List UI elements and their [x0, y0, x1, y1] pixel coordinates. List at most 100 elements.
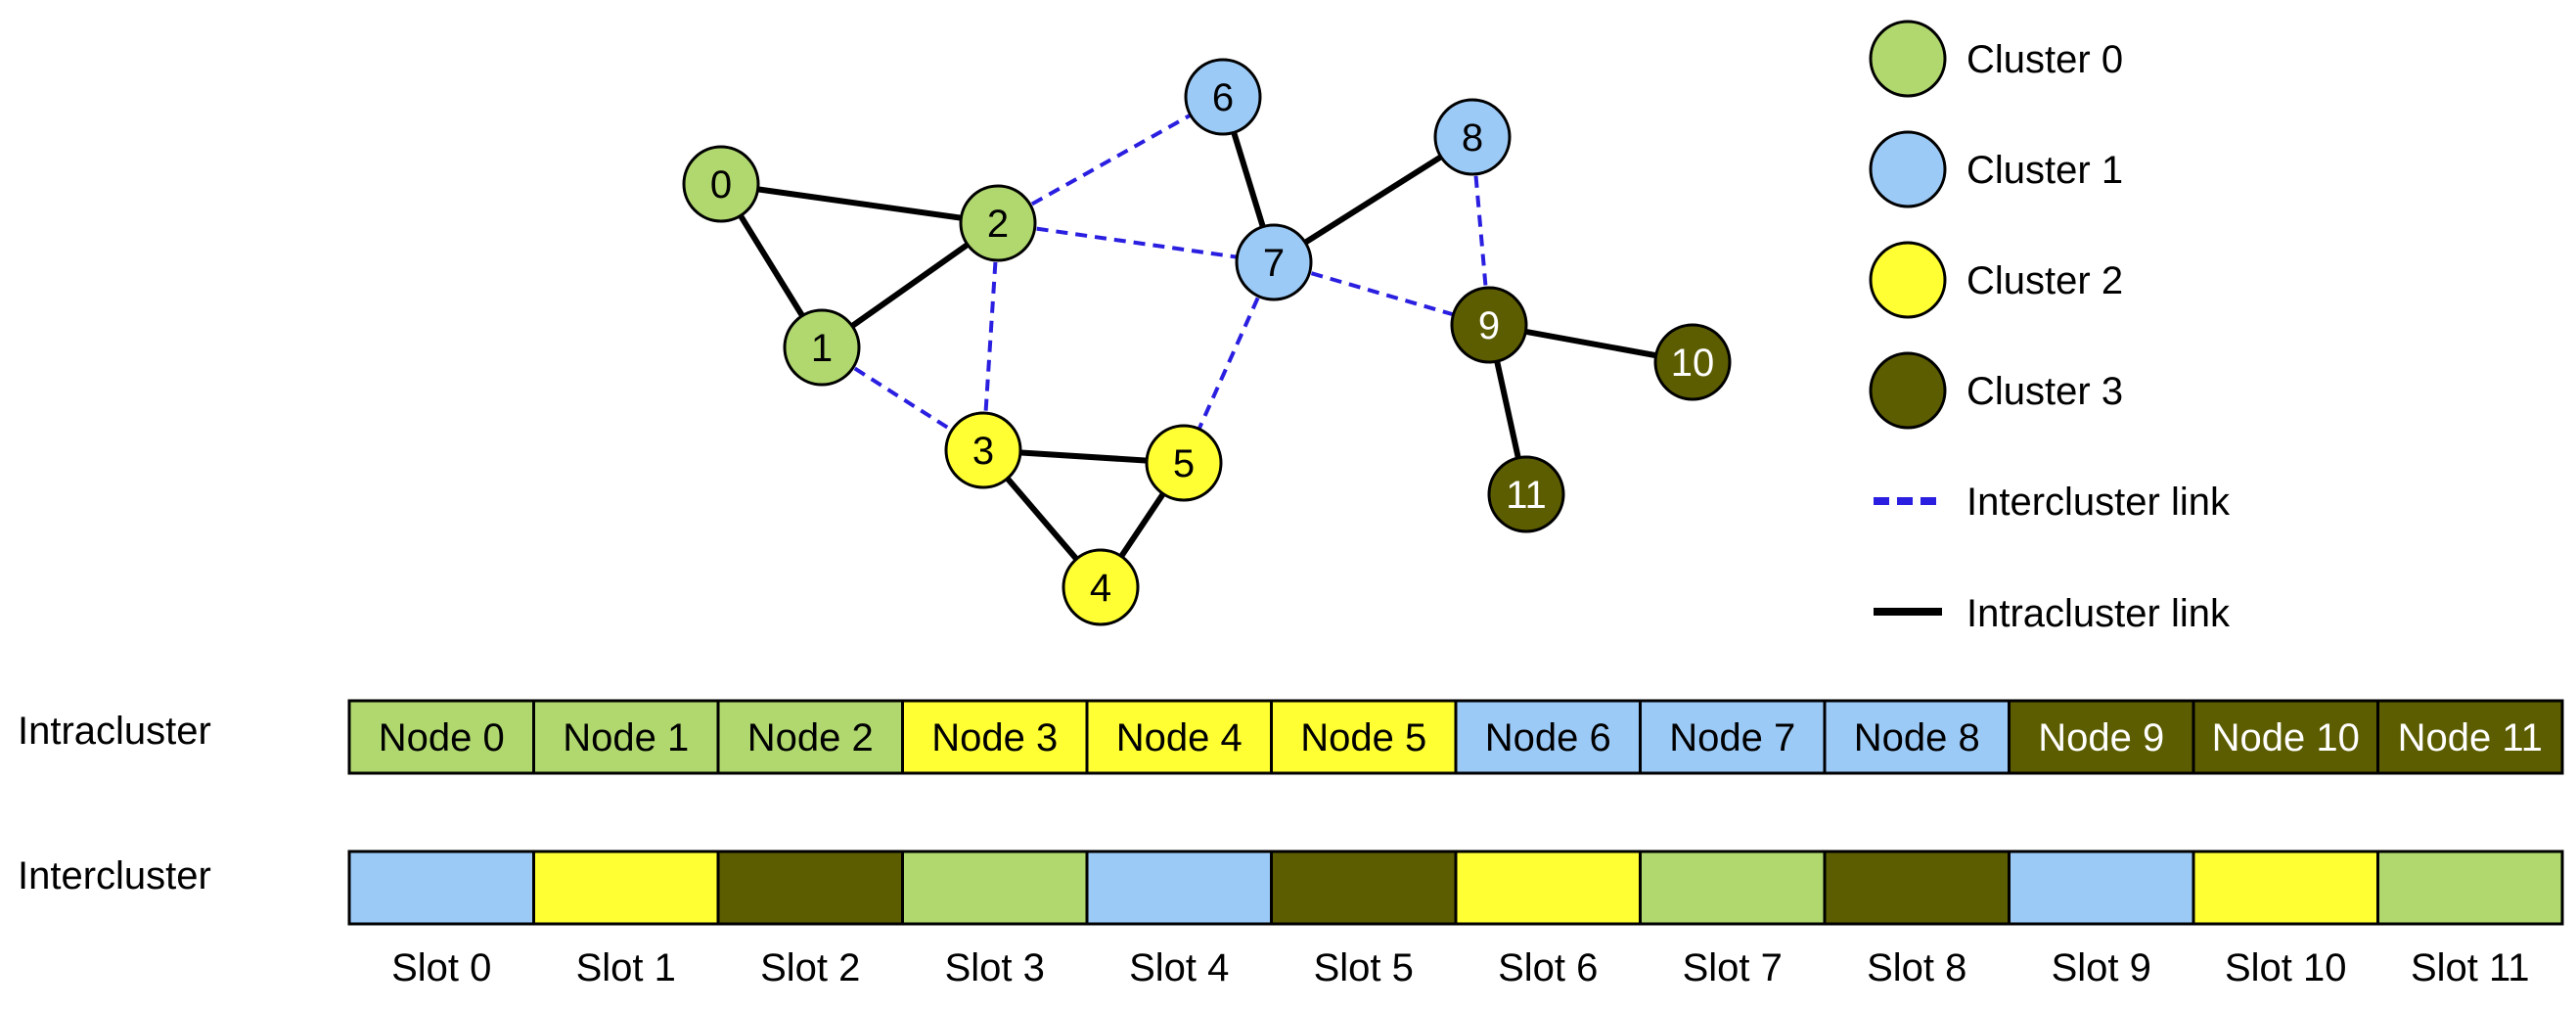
node-4: 4 — [1062, 548, 1140, 626]
node-7: 7 — [1235, 223, 1313, 301]
intracluster-cell-9-label: Node 9 — [2038, 716, 2164, 759]
intracluster-cell-7-label: Node 7 — [1669, 716, 1795, 759]
intercluster-slot-2 — [716, 850, 904, 926]
intracluster-cell-11 — [2376, 699, 2564, 775]
node-3-circle — [944, 411, 1022, 489]
node-11: 11 — [1487, 455, 1565, 533]
slot-label-1: Slot 1 — [576, 946, 676, 989]
node-0-circle — [682, 145, 760, 223]
slot-label-4: Slot 4 — [1129, 946, 1229, 989]
legend-cluster-0-swatch — [1869, 20, 1947, 98]
intracluster-cell-5-label: Node 5 — [1300, 716, 1426, 759]
intracluster-cell-8-label: Node 8 — [1854, 716, 1980, 759]
node-11-circle — [1487, 455, 1565, 533]
node-10-circle — [1653, 323, 1732, 401]
intracluster-edge-7-8 — [1272, 134, 1474, 265]
intracluster-cell-10 — [2192, 699, 2379, 775]
node-0: 0 — [682, 145, 760, 223]
legend-cluster-3-swatch — [1869, 351, 1947, 430]
intercluster-slot-11 — [2376, 850, 2564, 926]
node-5: 5 — [1145, 424, 1223, 502]
legend-cluster-3-label: Cluster 3 — [1966, 370, 2123, 413]
legend-cluster-1-swatch — [1869, 130, 1947, 208]
intracluster-cell-2-label: Node 2 — [747, 716, 874, 759]
node-8: 8 — [1433, 98, 1512, 176]
intracluster-cell-2 — [716, 699, 904, 775]
node-6-circle — [1184, 58, 1262, 136]
intercluster-row-label: Intercluster — [18, 854, 211, 897]
node-3-label: 3 — [972, 430, 994, 473]
legend-cluster-1-label: Cluster 1 — [1966, 149, 2123, 192]
slot-label-8: Slot 8 — [1867, 946, 1966, 989]
slot-labels: Slot 0 Slot 1 Slot 2 Slot 3 Slot 4 Slot 5 Slot… — [391, 946, 2529, 989]
intracluster-cell-4-label: Node 4 — [1116, 716, 1243, 759]
intracluster-cell-0-label: Node 0 — [379, 716, 505, 759]
legend-cluster-0-label: Cluster 0 — [1966, 38, 2123, 81]
slot-label-10: Slot 10 — [2225, 946, 2347, 989]
intracluster-cell-6-label: Node 6 — [1485, 716, 1611, 759]
intracluster-cell-11-label: Node 11 — [2398, 716, 2543, 759]
node-1: 1 — [783, 308, 861, 387]
graph-nodes: 0 1 2 3 4 5 6 7 8 9 10 11 — [682, 58, 1732, 626]
slot-label-9: Slot 9 — [2052, 946, 2151, 989]
legend: Cluster 0 Cluster 1 Cluster 2 Cluster 3 Inte… — [1869, 20, 2231, 635]
intercluster-slot-1 — [532, 850, 720, 926]
node-7-circle — [1235, 223, 1313, 301]
intracluster-row-label: Intracluster — [18, 710, 211, 753]
intracluster-cell-4 — [1085, 699, 1273, 775]
legend-intercluster-label: Intercluster link — [1966, 481, 2231, 524]
intracluster-cell-9 — [2008, 699, 2195, 775]
legend-intracluster-label: Intracluster link — [1966, 592, 2231, 635]
legend-cluster-2-swatch — [1869, 241, 1947, 319]
intracluster-cell-1 — [532, 699, 720, 775]
intracluster-cell-10-label: Node 10 — [2212, 716, 2360, 759]
intercluster-slot-0 — [347, 850, 535, 926]
intracluster-cell-8 — [1823, 699, 2011, 775]
intercluster-row — [347, 850, 2564, 926]
slot-label-6: Slot 6 — [1498, 946, 1598, 989]
node-9-circle — [1450, 286, 1528, 364]
node-0-label: 0 — [710, 163, 732, 207]
node-10: 10 — [1653, 323, 1732, 401]
intercluster-slot-3 — [901, 850, 1089, 926]
intercluster-slot-9 — [2008, 850, 2195, 926]
intercluster-edge-2-6 — [997, 95, 1224, 225]
node-1-circle — [783, 308, 861, 387]
node-6-label: 6 — [1212, 76, 1234, 119]
node-1-label: 1 — [811, 327, 833, 370]
node-11-label: 11 — [1506, 474, 1547, 517]
node-2-circle — [959, 184, 1037, 262]
intracluster-row: Node 0 Node 1 Node 2 Node 3 Node 4 Node 5 Node… — [347, 699, 2564, 775]
intracluster-cell-3-label: Node 3 — [931, 716, 1058, 759]
node-10-label: 10 — [1671, 342, 1715, 385]
node-6: 6 — [1184, 58, 1262, 136]
node-5-label: 5 — [1173, 442, 1195, 485]
node-8-circle — [1433, 98, 1512, 176]
legend-cluster-2-label: Cluster 2 — [1966, 259, 2123, 302]
intracluster-cell-5 — [1270, 699, 1458, 775]
slot-label-0: Slot 0 — [391, 946, 491, 989]
intercluster-edge-2-7 — [997, 221, 1275, 264]
node-9: 9 — [1450, 286, 1528, 364]
intracluster-cell-7 — [1639, 699, 1827, 775]
node-4-label: 4 — [1090, 567, 1111, 610]
slot-label-5: Slot 5 — [1314, 946, 1414, 989]
slot-label-7: Slot 7 — [1683, 946, 1783, 989]
node-9-label: 9 — [1478, 304, 1500, 347]
slot-label-2: Slot 2 — [760, 946, 860, 989]
intercluster-slot-10 — [2192, 850, 2379, 926]
slot-label-3: Slot 3 — [945, 946, 1045, 989]
intercluster-slot-8 — [1823, 850, 2011, 926]
intercluster-slot-6 — [1454, 850, 1642, 926]
node-5-circle — [1145, 424, 1223, 502]
intercluster-slot-5 — [1270, 850, 1458, 926]
node-2-label: 2 — [987, 203, 1009, 246]
node-7-label: 7 — [1263, 242, 1285, 285]
intracluster-cell-1-label: Node 1 — [563, 716, 689, 759]
node-8-label: 8 — [1462, 116, 1483, 160]
node-2: 2 — [959, 184, 1037, 262]
intercluster-slot-7 — [1639, 850, 1827, 926]
intercluster-slot-4 — [1085, 850, 1273, 926]
node-4-circle — [1062, 548, 1140, 626]
